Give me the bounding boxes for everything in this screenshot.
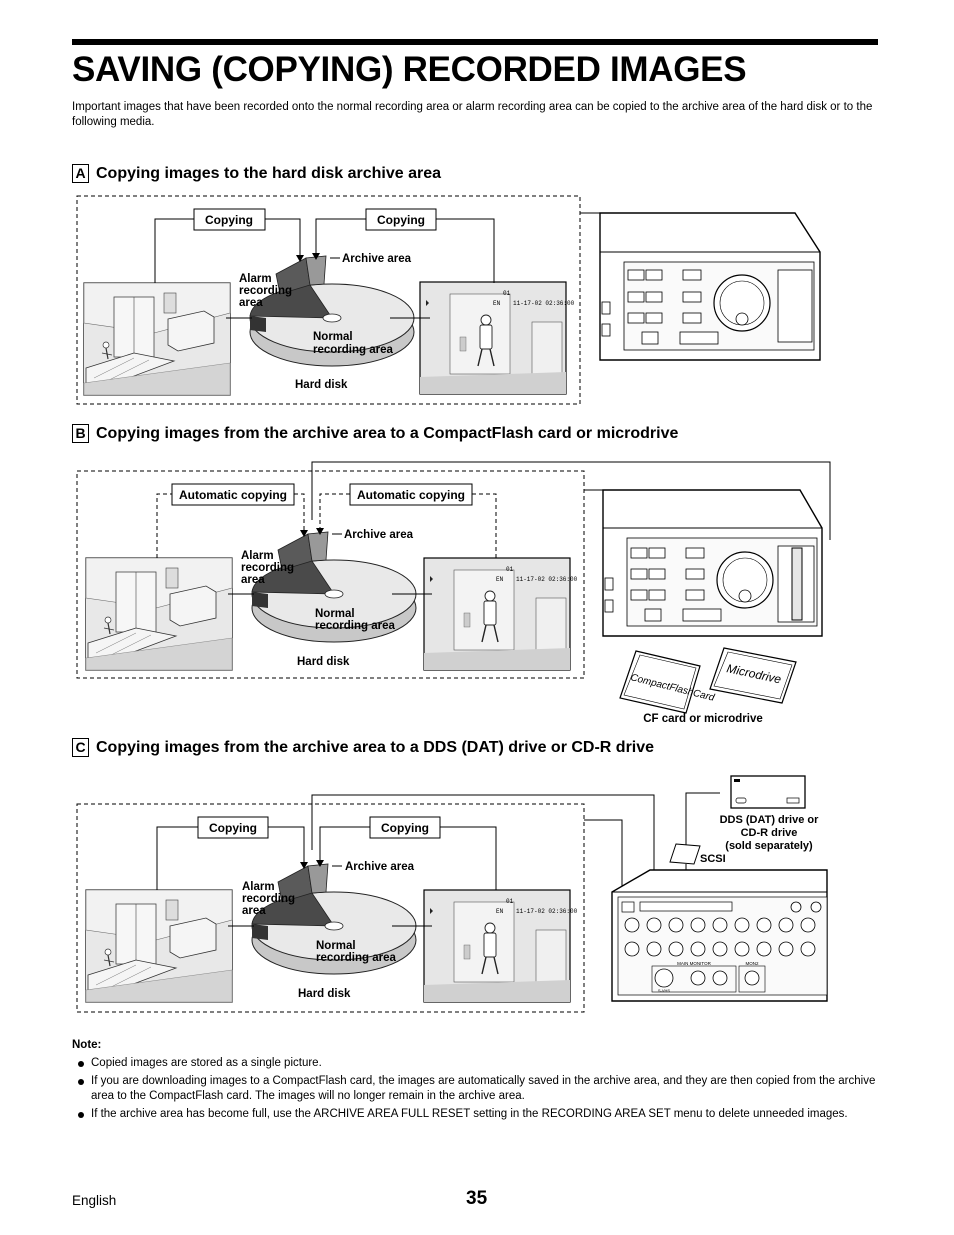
fig-b-auto-copy-right: Automatic copying [357,488,465,502]
note-item: If the archive area has become full, use… [72,1107,882,1122]
fig-b-person-camera-image [423,557,571,671]
section-a-title: Copying images to the hard disk archive … [96,164,441,182]
figure-c: EN 11-17-02 02:36:00 01 Copying Copying … [76,775,828,1013]
fig-a-osd-ch: 01 [503,290,511,297]
fig-a-hard-disk-label: Hard disk [295,379,348,391]
title-rule [72,39,878,45]
fig-c-copying-right: Copying [381,821,429,835]
section-c-heading: C Copying images from the archive area t… [72,738,654,757]
fig-b-normal-line2: recording area [315,620,395,632]
fig-a-archive-label: Archive area [342,253,412,265]
fig-b-auto-copy-left: Automatic copying [179,488,287,502]
note-item: If you are downloading images to a Compa… [72,1074,882,1104]
fig-b-dashed-frame [76,470,585,679]
figure-a: EN 11-17-02 02:36:00 01 Copying Copying … [76,195,821,405]
fig-c-person-camera-image [423,889,571,1003]
fig-c-normal-line1: Normal [316,940,356,952]
fig-a-room-camera-image [83,282,231,396]
intro-paragraph: Important images that have been recorded… [72,101,873,128]
scsi-cable-connector [669,843,701,865]
fig-c-room-camera-image [85,889,233,1003]
section-c-title: Copying images from the archive area to … [96,738,655,756]
fig-b-osd-ch: 01 [506,566,514,573]
fig-b-osd-time: 11-17-02 02:36:00 [516,576,578,583]
mon2-label: MON2 [745,961,758,966]
fig-b-archive-label: Archive area [344,529,414,541]
dds-label-line2: CD-R drive [741,827,798,839]
section-c-label: C [72,738,89,757]
figure-b: EN 11-17-02 02:36:00 01 Automatic copyin… [76,461,831,725]
fig-b-room-camera-image [85,557,233,671]
footer-language: English [72,1193,117,1208]
fig-c-alarm-line2: recording [242,893,295,905]
section-b-heading: B Copying images from the archive area t… [72,424,678,443]
fig-a-dashed-frame [76,195,581,405]
scsi-label: SCSI [700,853,726,865]
fig-a-osd-en: EN [493,300,501,307]
fig-b-cf-caption: CF card or microdrive [643,713,763,725]
section-b-title: Copying images from the archive area to … [96,424,679,442]
fig-c-hard-disk-label: Hard disk [298,988,351,1000]
page-title: SAVING (COPYING) RECORDED IMAGES [72,50,747,89]
fig-b-hard-disk-label: Hard disk [297,656,350,668]
fig-c-alarm-line1: Alarm [242,881,275,893]
fig-b-alarm-line3: area [241,574,265,586]
fig-a-person-camera-image [419,281,567,395]
note-list: Copied images are stored as a single pic… [72,1056,882,1125]
fig-a-copying-right: Copying [377,213,425,227]
fig-c-osd-ch: 01 [506,898,514,905]
section-a-label: A [72,164,89,183]
svhs-label: S-VHS [658,988,671,993]
fig-c-alarm-line3: area [242,905,266,917]
note-title: Note: [72,1039,102,1051]
fig-c-normal-line2: recording area [316,952,396,964]
fig-c-osd-time: 11-17-02 02:36:00 [516,908,578,915]
fig-a-normal-line1: Normal [313,331,353,343]
note-item: Copied images are stored as a single pic… [72,1056,882,1071]
fig-c-osd-en: EN [496,908,504,915]
fig-a-alarm-line3: area [239,297,263,309]
fig-a-normal-line2: recording area [313,344,393,356]
fig-b-alarm-line1: Alarm [241,550,274,562]
fig-a-alarm-line1: Alarm [239,273,272,285]
fig-b-osd-en: EN [496,576,504,583]
fig-a-copying-left: Copying [205,213,253,227]
microdrive-graphic: Microdrive [709,647,797,704]
fig-c-dashed-frame [76,803,585,1013]
dds-label-line3: (sold separately) [725,840,813,852]
section-a-heading: A Copying images to the hard disk archiv… [72,164,441,183]
section-b-label: B [72,424,89,443]
fig-c-copying-left: Copying [209,821,257,835]
dds-label-line1: DDS (DAT) drive or [720,814,820,826]
compactflash-card-graphic: CompactFlashCard [619,650,716,714]
fig-c-archive-label: Archive area [345,861,415,873]
main-monitor-label: MAIN MONITOR [677,961,711,966]
fig-a-alarm-line2: recording [239,285,292,297]
fig-a-osd-time: 11-17-02 02:36:00 [513,300,575,307]
fig-b-alarm-line2: recording [241,562,294,574]
fig-b-normal-line1: Normal [315,608,355,620]
page-number: 35 [466,1188,488,1209]
